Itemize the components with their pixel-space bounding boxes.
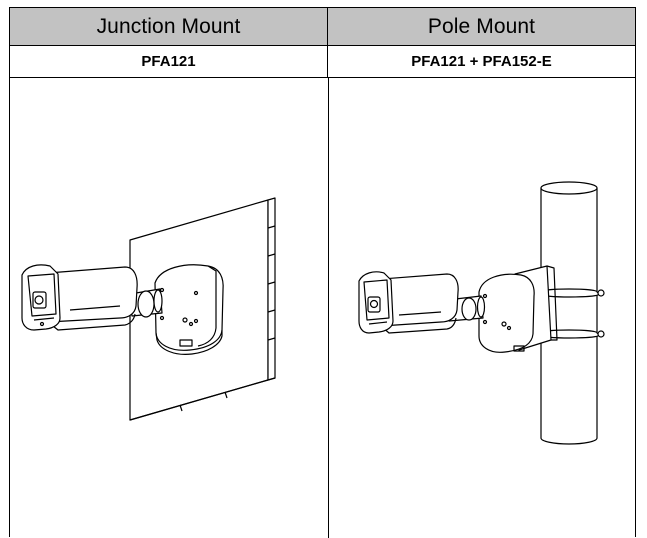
mount-table: Junction Mount Pole Mount PFA121 PFA121 … bbox=[9, 7, 636, 538]
model-pole-mount: PFA121 + PFA152-E bbox=[411, 53, 552, 70]
pole-mount-figure bbox=[329, 78, 635, 538]
header-pole-mount: Pole Mount bbox=[427, 14, 536, 38]
column-divider bbox=[328, 78, 329, 538]
table-header-row: Junction Mount Pole Mount bbox=[10, 8, 635, 46]
model-row: PFA121 PFA121 + PFA152-E bbox=[10, 46, 635, 78]
junction-mount-figure bbox=[10, 78, 328, 538]
model-junction-mount: PFA121 bbox=[10, 46, 328, 77]
figure-row bbox=[10, 78, 635, 538]
header-junction-mount: Junction Mount bbox=[10, 8, 328, 45]
